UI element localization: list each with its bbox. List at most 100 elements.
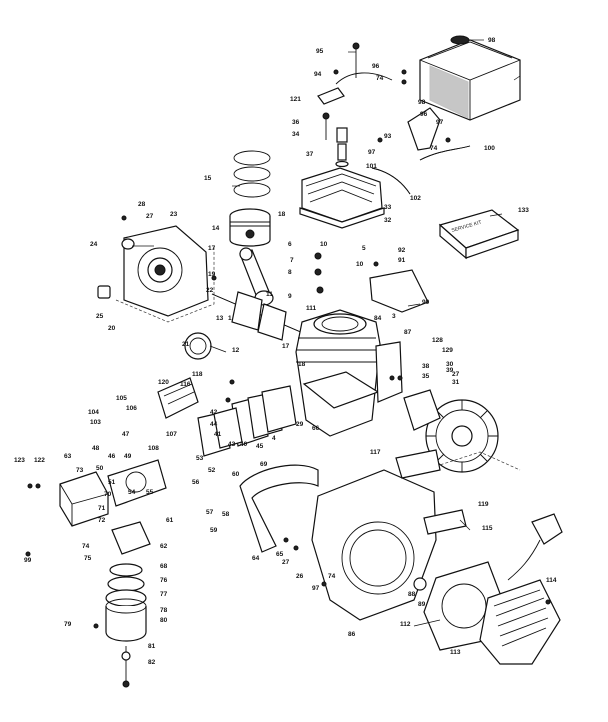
callout-label: 89 [418, 601, 426, 608]
callout-label: 69 [260, 461, 268, 468]
callout-label: 107 [166, 431, 177, 438]
callout-label: 75 [84, 555, 92, 562]
callout-label: 59 [210, 527, 218, 534]
callout-label: 52 [208, 467, 216, 474]
callout-label: 33 [384, 204, 392, 211]
callout-label: 51 [108, 479, 116, 486]
callout-label: 96 [372, 63, 380, 70]
callout-label: 82 [148, 659, 156, 666]
ignition-module [403, 389, 441, 431]
service-kit-box: SERVICE KIT [438, 209, 520, 260]
callout-label: 115 [482, 525, 493, 532]
callout-label: 22 [206, 287, 214, 294]
callout-label: 94 [314, 71, 322, 78]
callout-label: 78 [160, 607, 168, 614]
oil-seal [121, 238, 135, 250]
callout-label: 19 [208, 271, 216, 278]
callout-label: 117 [370, 449, 381, 456]
callout-label: 17 [208, 245, 216, 252]
exhaust-tubes [371, 145, 471, 195]
callout-label: 70 [104, 491, 112, 498]
callout-label: 116 [180, 381, 191, 388]
callout-label: 34 [292, 131, 300, 138]
callout-label: 29 [296, 421, 304, 428]
callout-label: 40 [240, 441, 248, 448]
callout-label: 65 [276, 551, 284, 558]
reed-plates [197, 385, 297, 457]
callout-label: 3 [392, 313, 396, 320]
callout-label: 27 [452, 371, 460, 378]
callout-label: 86 [348, 631, 356, 638]
callout-label: 8 [288, 269, 292, 276]
piston-rings [233, 150, 271, 198]
callout-label: 81 [148, 643, 156, 650]
callout-label: 98 [418, 99, 426, 106]
hardware [25, 69, 551, 629]
muffler [419, 35, 521, 121]
muffler-bracket [407, 107, 441, 151]
callout-label: 6 [288, 241, 292, 248]
callout-label: 84 [374, 315, 382, 322]
callout-label: 1 [228, 315, 232, 322]
callout-label: 71 [98, 505, 106, 512]
callout-label: 27 [146, 213, 154, 220]
crank-gear [184, 332, 227, 360]
callout-label: 118 [192, 371, 203, 378]
callout-label: 91 [398, 257, 406, 264]
callout-label: 53 [196, 455, 204, 462]
crankcase-cover [115, 225, 215, 323]
crankshaft [211, 291, 311, 341]
callout-label: 105 [116, 395, 127, 402]
callout-label: 123 [14, 457, 25, 464]
fuel-filter [157, 377, 199, 419]
callout-label: 35 [422, 373, 430, 380]
callout-label: 50 [96, 465, 104, 472]
callout-label: 48 [92, 445, 100, 452]
callout-label: 103 [90, 419, 101, 426]
callout-label: 26 [296, 573, 304, 580]
callout-label: 98 [488, 37, 496, 44]
callout-label: 9 [288, 293, 292, 300]
piston [229, 208, 271, 247]
callout-label: 57 [206, 509, 214, 516]
washer [413, 577, 427, 591]
callout-label: 37 [306, 151, 314, 158]
callout-label: 12 [232, 347, 240, 354]
callout-label: 92 [398, 247, 406, 254]
callout-label: 21 [182, 341, 190, 348]
fuel-bowl-assembly [105, 521, 151, 688]
callout-label: 38 [422, 363, 430, 370]
callout-label: 13 [216, 315, 224, 322]
callout-label: 97 [368, 149, 376, 156]
callout-label: 11 [266, 291, 273, 298]
callout-label: 23 [170, 211, 178, 218]
callout-label: 44 [210, 421, 218, 428]
recoil-starter [479, 513, 563, 665]
cover-plug [97, 285, 111, 299]
callout-label: 28 [138, 201, 146, 208]
callout-label: 74 [376, 75, 384, 82]
callout-label: 49 [124, 453, 132, 460]
callout-label: 102 [410, 195, 421, 202]
callout-label: 90 [422, 299, 430, 306]
callout-label: 74 [82, 543, 90, 550]
callout-label: 112 [400, 621, 411, 628]
callout-label: 76 [160, 577, 168, 584]
callout-label: 54 [128, 489, 136, 496]
callout-label: 25 [96, 313, 104, 320]
callout-label: 97 [312, 585, 320, 592]
callout-label: 120 [158, 379, 169, 386]
callout-label: 10 [356, 261, 364, 268]
callout-label: 45 [256, 443, 264, 450]
callout-label: 43 [228, 441, 236, 448]
air-shroud [239, 464, 319, 553]
flywheel [425, 399, 499, 473]
callout-label: 30 [446, 361, 454, 368]
callout-label: 108 [148, 445, 159, 452]
callout-label: 27 [282, 559, 290, 566]
callout-label: 42 [210, 409, 218, 416]
callout-label: 74 [328, 573, 336, 580]
head-bolts [317, 42, 393, 168]
callout-label: 5 [362, 245, 366, 252]
